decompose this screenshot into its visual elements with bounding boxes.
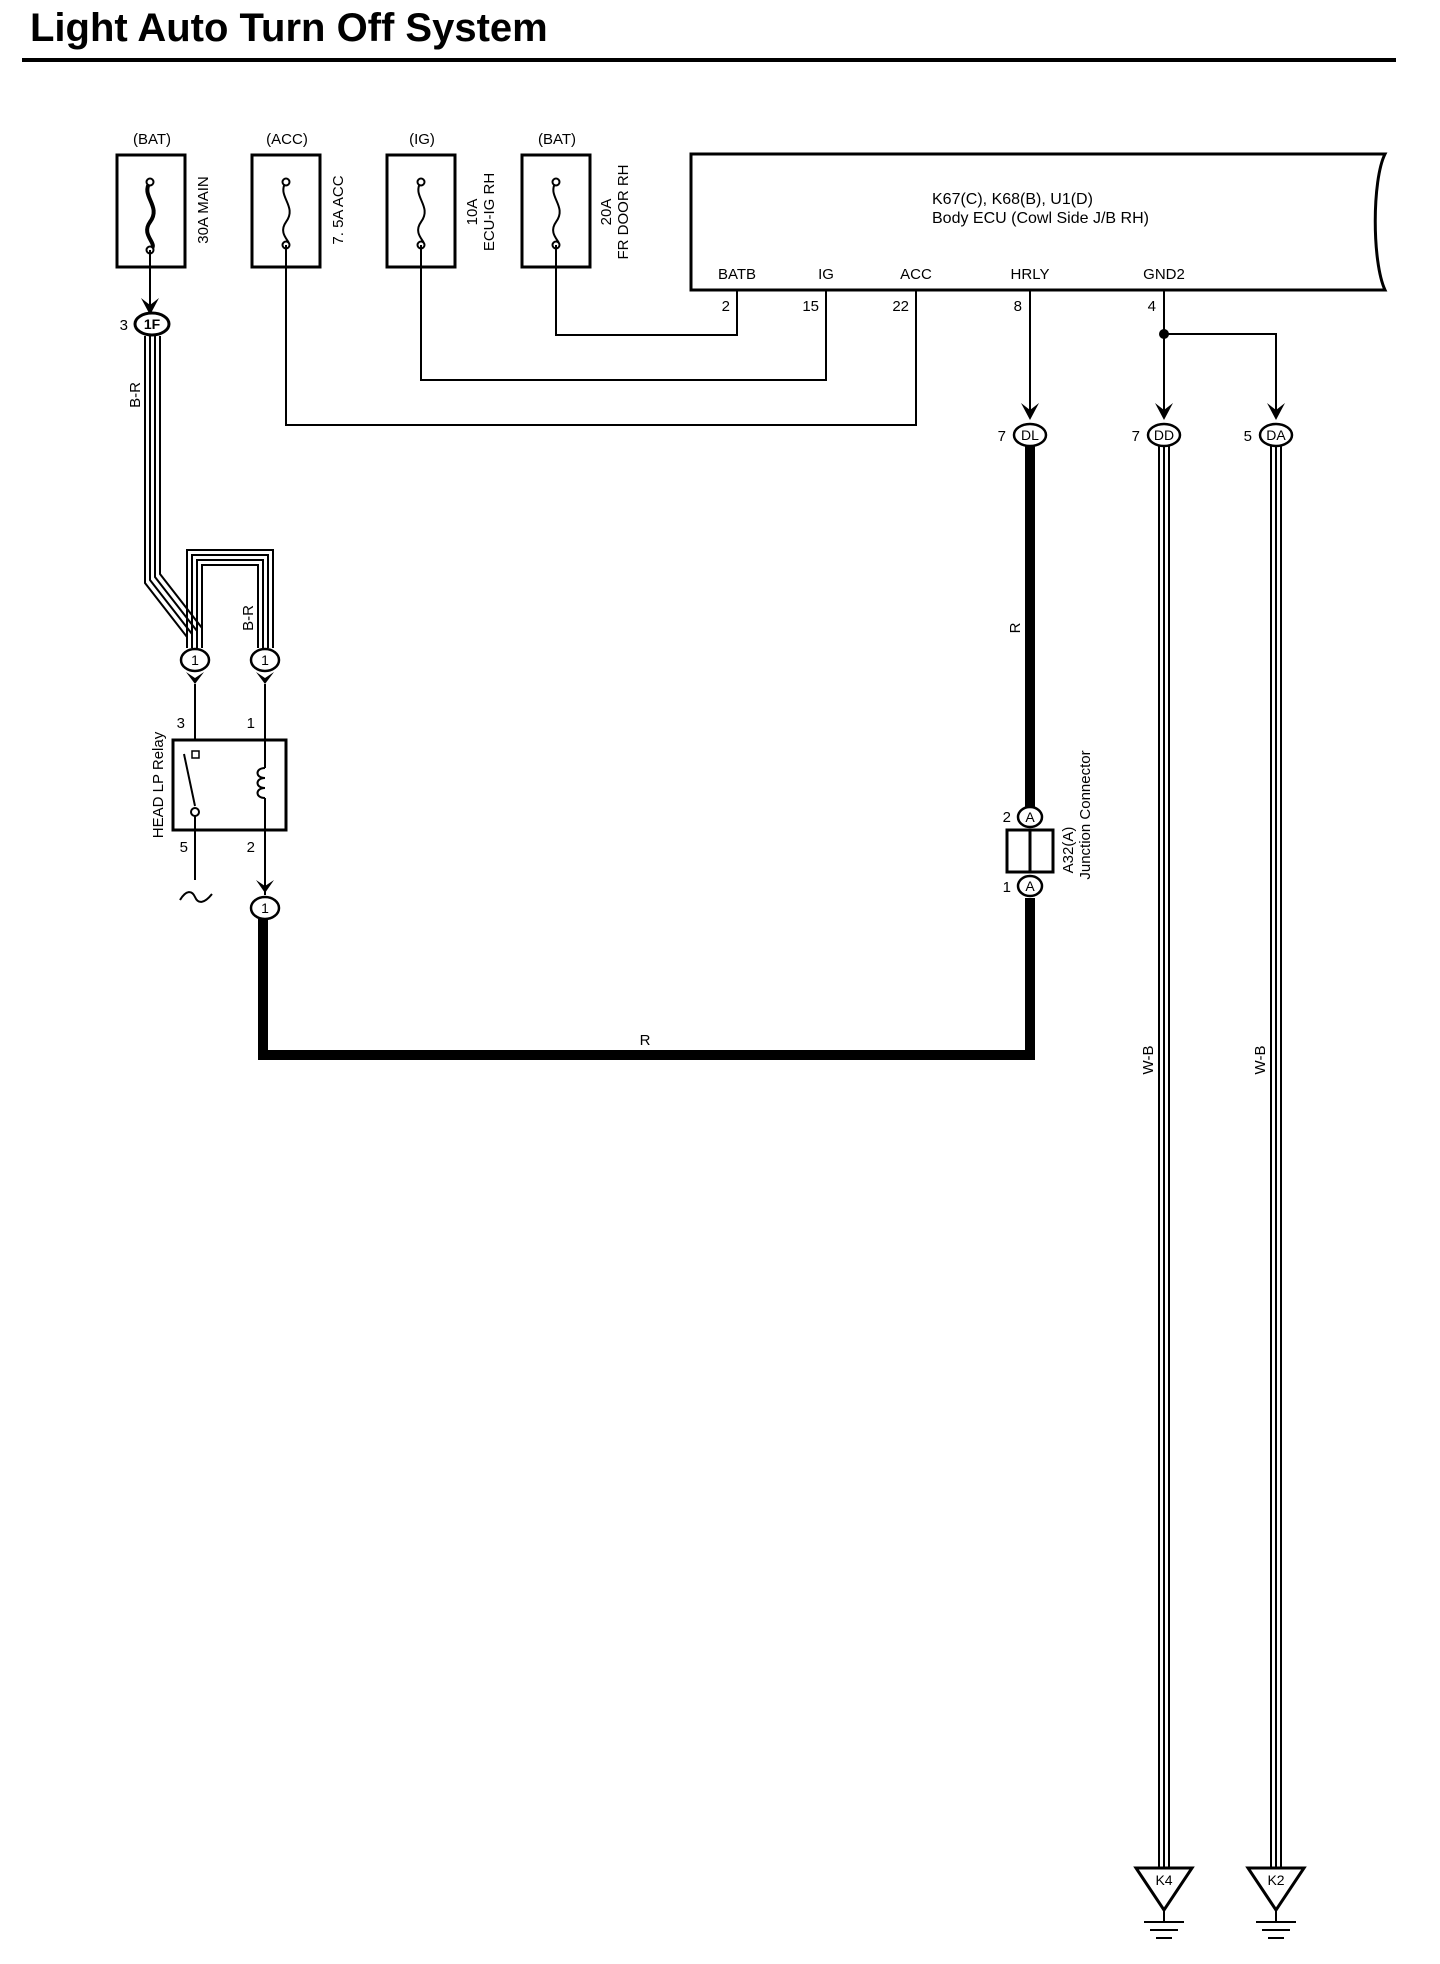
wire-continuation-mark — [179, 891, 213, 903]
fuse-10a-ecu-ig-rh: (IG) 10A ECU-IG RH — [385, 131, 498, 269]
junction-id-label: A32(A) — [1060, 827, 1077, 874]
fuse-symbol — [282, 181, 291, 246]
connector-da: 5 DA — [1244, 422, 1294, 448]
wire-label-r-bottom: R — [640, 1032, 651, 1049]
wire-r-thick — [258, 446, 1035, 1060]
relay-pin-2: 2 — [247, 839, 255, 856]
wire-label-b-r-2: B-R — [240, 605, 257, 631]
fuse-source-label: (BAT) — [538, 131, 576, 148]
wire-b-r-branch — [186, 549, 274, 648]
connector-id: 1 — [261, 652, 269, 668]
ecu-terminal-hrly: HRLY — [1011, 266, 1050, 283]
wire-label-b-r-1: B-R — [127, 382, 144, 408]
wire-ecu-ig-to-ig — [420, 245, 827, 381]
ground-triangle — [1245, 1866, 1307, 1913]
ecu-connectors-label: K67(C), K68(B), U1(D) — [932, 191, 1093, 208]
ground-id: K2 — [1267, 1872, 1284, 1888]
ecu-terminal-gnd2: GND2 — [1143, 266, 1185, 283]
wire-fr-door-to-batb — [555, 245, 738, 336]
ecu-terminal-ig: IG — [818, 266, 834, 283]
connector-relay-in-b: 1 — [249, 647, 281, 684]
page-title: Light Auto Turn Off System — [30, 6, 548, 50]
ground-k2: K2 — [1245, 1866, 1307, 1939]
ecu-pin-gnd2: 4 — [1148, 298, 1156, 315]
fuse-rating-label: 10A — [464, 199, 481, 226]
junction-letter-top: A — [1025, 809, 1035, 825]
connector-dd: 7 DD — [1132, 422, 1182, 448]
ecu-pin-acc: 22 — [892, 298, 909, 315]
junction-name-label: Junction Connector — [1077, 750, 1094, 879]
body-ecu: K67(C), K68(B), U1(D) Body ECU (Cowl Sid… — [689, 152, 1388, 315]
junction-pin-bottom: 1 — [1003, 879, 1011, 896]
connector-pin: 5 — [1244, 428, 1252, 445]
ecu-pin-hrly: 8 — [1014, 298, 1022, 315]
connector-id: 1F — [144, 316, 161, 332]
relay-pin-5: 5 — [180, 839, 188, 856]
title-rule — [22, 58, 1396, 62]
connector-id: 1 — [191, 652, 199, 668]
fuse-source-label: (BAT) — [133, 131, 171, 148]
wire-gnd2-split — [1155, 290, 1285, 420]
relay-pin-1: 1 — [247, 715, 255, 732]
fuse-symbol — [417, 181, 426, 246]
fuse-30a-main: (BAT) 30A MAIN — [115, 131, 212, 269]
junction-pin-top: 2 — [1003, 809, 1011, 826]
relay-coil — [256, 767, 266, 799]
ecu-terminal-acc: ACC — [900, 266, 932, 283]
fuse-symbol — [552, 181, 561, 246]
fuse-name-label: 30A MAIN — [195, 176, 212, 244]
connector-id: DD — [1154, 427, 1174, 443]
connector-pin: 3 — [120, 317, 128, 334]
connector-id: DL — [1021, 427, 1039, 443]
wire-main-to-1f — [141, 250, 159, 315]
fuse-source-label: (IG) — [409, 131, 435, 148]
connector-id: 1 — [261, 900, 269, 916]
ground-triangle — [1133, 1866, 1195, 1913]
ecu-box — [689, 152, 1388, 292]
ecu-terminal-batb: BATB — [718, 266, 756, 283]
fuse-name-label: FR DOOR RH — [615, 165, 632, 260]
fuse-20a-fr-door-rh: (BAT) 20A FR DOOR RH — [520, 131, 632, 269]
junction-letter-bottom: A — [1025, 878, 1035, 894]
connector-1f: 3 1F — [120, 311, 171, 337]
connector-pin: 7 — [998, 428, 1006, 445]
ecu-pin-batb: 2 — [722, 298, 730, 315]
connector-id: DA — [1266, 427, 1286, 443]
connector-pin: 7 — [1132, 428, 1140, 445]
wire-w-b-dd — [1158, 446, 1170, 1875]
wire-b-r-main-bundle — [144, 336, 203, 648]
connector-relay-in-a: 1 — [179, 647, 211, 684]
wire-acc-to-acc — [285, 245, 917, 426]
wire-w-b-da — [1270, 446, 1282, 1875]
head-lp-relay: 3 1 HEAD LP Relay 5 2 — [150, 684, 288, 903]
fuse-source-label: (ACC) — [266, 131, 308, 148]
relay-name-label: HEAD LP Relay — [150, 731, 167, 838]
ground-id: K4 — [1155, 1872, 1172, 1888]
fusible-link-symbol — [145, 180, 156, 252]
junction-connector: 2 A 1 A A32(A) Junction Connector — [1003, 750, 1094, 898]
fuse-7-5a-acc: (ACC) 7. 5A ACC — [250, 131, 347, 269]
ecu-pin-ig: 15 — [802, 298, 819, 315]
wire-label-w-b-2: W-B — [1252, 1046, 1269, 1075]
wire-label-w-b-1: W-B — [1140, 1046, 1157, 1075]
fuse-name-label: ECU-IG RH — [481, 173, 498, 251]
ecu-name-label: Body ECU (Cowl Side J/B RH) — [932, 210, 1149, 227]
fuse-rating-label: 20A — [598, 199, 615, 226]
relay-pin-3: 3 — [177, 715, 185, 732]
relay-switch-contact — [183, 753, 196, 807]
fuse-name-label: 7. 5A ACC — [330, 175, 347, 244]
connector-relay-out: 1 — [249, 895, 281, 921]
connector-dl: 7 DL — [998, 422, 1048, 448]
wire-label-r-vertical: R — [1007, 622, 1024, 633]
ground-k4: K4 — [1133, 1866, 1195, 1939]
wire-hrly-to-dl — [1021, 290, 1039, 420]
